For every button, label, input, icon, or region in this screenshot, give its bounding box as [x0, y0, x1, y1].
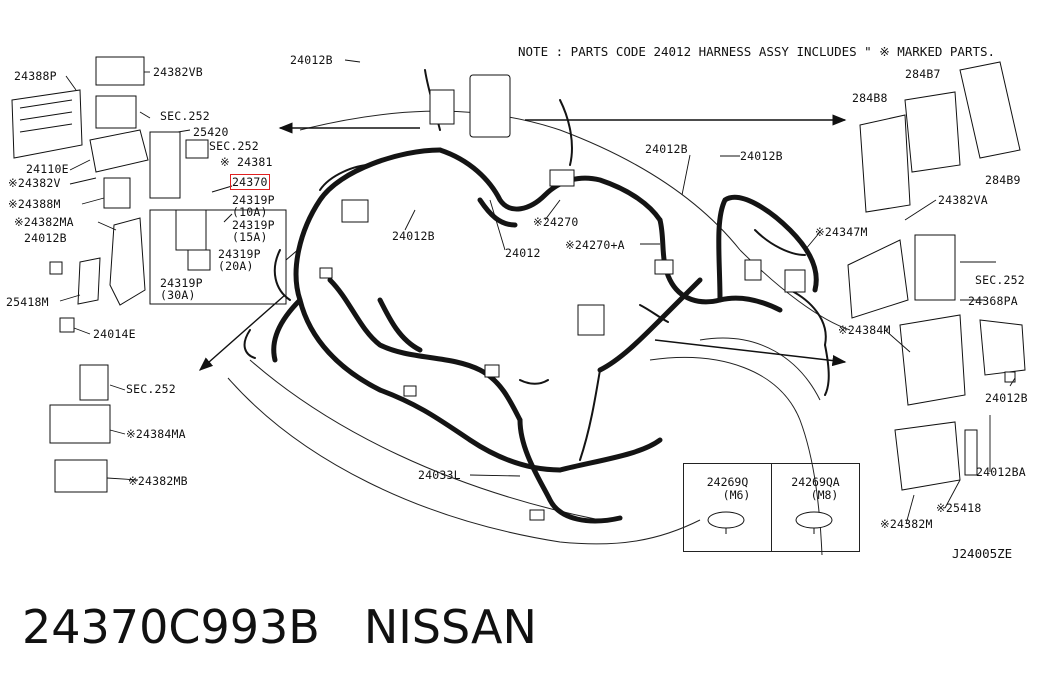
label-284B7: 284B7	[905, 67, 941, 81]
caption-part-number: 24370C993B	[22, 600, 320, 654]
diagram-reference-code: J24005ZE	[952, 546, 1013, 561]
harness-note: NOTE : PARTS CODE 24012 HARNESS ASSY INC…	[518, 44, 996, 59]
label-24382VA: 24382VA	[938, 193, 988, 207]
label-24110E: 24110E	[26, 162, 69, 176]
label-24368PA: 24368PA	[968, 294, 1018, 308]
label-24382MA: ※24382MA	[14, 215, 74, 229]
label-24012B-right: 24012B	[985, 391, 1028, 405]
clip-part-number: 24269QA	[791, 475, 840, 489]
label-24012B-top: 24012B	[290, 53, 333, 67]
clip-size: (M8)	[810, 488, 839, 502]
leader-lines	[59, 59, 1016, 525]
left-parts	[11, 56, 209, 493]
label-24388M: ※24388M	[8, 197, 61, 211]
diagram-artwork	[11, 56, 1026, 556]
label-24384M: ※24384M	[838, 323, 891, 337]
label-24012B-mid: 24012B	[392, 229, 435, 243]
label-sec252-a: SEC.252	[160, 109, 210, 123]
clip-table-divider	[771, 464, 772, 551]
wiring-harness	[271, 147, 819, 524]
label-24319P-20a: 24319P	[218, 247, 261, 261]
clip-part-number: 24269Q	[706, 475, 749, 489]
label-25418M: 25418M	[6, 295, 49, 309]
label-24382V: ※24382V	[8, 176, 61, 190]
right-parts	[847, 61, 1026, 491]
label-sec252-b: SEC.252	[209, 139, 259, 153]
label-24270a: ※24270+A	[565, 238, 625, 252]
label-24388P: 24388P	[14, 69, 57, 83]
label-24012B-c1: 24012B	[645, 142, 688, 156]
label-284B8: 284B8	[852, 91, 888, 105]
clip-size: (M6)	[722, 488, 751, 502]
label-24319P-30a: 24319P	[160, 276, 203, 290]
clip-cell-m8: 24269QA (M8)	[772, 476, 859, 502]
label-20a: (20A)	[218, 259, 254, 273]
label-24012B-left: 24012B	[24, 231, 67, 245]
wiring-harness-diagram: NOTE : PARTS CODE 24012 HARNESS ASSY INC…	[6, 44, 1028, 561]
label-24319P-10a: 24319P	[232, 193, 275, 207]
label-284B9: 284B9	[985, 173, 1021, 187]
label-24033L: 24033L	[418, 468, 461, 482]
direction-arrows	[198, 114, 847, 371]
label-15a: (15A)	[232, 230, 268, 244]
clip-table: 24269Q (M6) 24269QA (M8)	[683, 463, 860, 552]
label-24381: ※ 24381	[220, 155, 273, 169]
harness-connectors	[319, 74, 806, 521]
highlight-box: 24370	[230, 174, 270, 190]
label-24382M: ※24382M	[880, 517, 933, 531]
fuse-box-group	[149, 185, 301, 305]
label-24382MB: ※24382MB	[128, 474, 188, 488]
label-24319P-15a: 24319P	[232, 218, 275, 232]
label-24012: 24012	[505, 246, 541, 260]
label-24347M: ※24347M	[815, 225, 868, 239]
label-25420: 25420	[193, 125, 229, 139]
label-sec252-d: SEC.252	[975, 273, 1025, 287]
clip-glyphs	[707, 511, 833, 534]
label-24370-highlighted: 24370	[230, 174, 270, 190]
label-24012BA: 24012BA	[976, 465, 1026, 479]
clip-cell-m6: 24269Q (M6)	[684, 476, 771, 502]
label-24384MA: ※24384MA	[126, 427, 186, 441]
label-24270: ※24270	[533, 215, 579, 229]
caption: 24370C993B NISSAN	[22, 600, 537, 654]
label-30a: (30A)	[160, 288, 196, 302]
caption-brand: NISSAN	[363, 600, 537, 654]
label-24014E: 24014E	[93, 327, 136, 341]
label-24382VB: 24382VB	[153, 65, 203, 79]
label-25418: ※25418	[936, 501, 982, 515]
label-sec252-c: SEC.252	[126, 382, 176, 396]
label-10a: (10A)	[232, 205, 268, 219]
label-24012B-c2: 24012B	[740, 149, 783, 163]
